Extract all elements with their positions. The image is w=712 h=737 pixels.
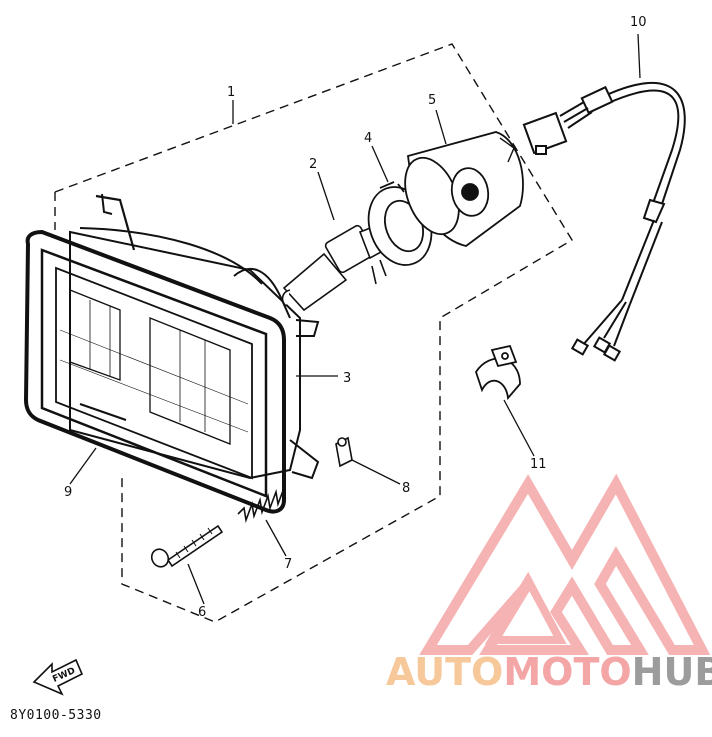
callout-2: 2 (309, 157, 317, 172)
watermark-text: AUTOMOTOHUB (386, 650, 712, 694)
wire-clamp (475, 344, 521, 401)
adjusting-screw (150, 524, 224, 568)
headlight-lens (55, 266, 253, 480)
leader-lines (69, 33, 641, 605)
callout-4: 4 (364, 131, 372, 146)
callout-9: 9 (64, 485, 72, 500)
watermark-auto: AUTO (386, 650, 504, 694)
watermark-moto: MOTO (503, 650, 632, 694)
callout-1: 1 (227, 85, 235, 100)
automotohub-logo-mark (419, 473, 711, 655)
wire-harness (522, 81, 686, 362)
assembly-boundary-dashed (54, 43, 573, 623)
callout-5: 5 (428, 93, 436, 108)
callout-labels: 1 2 3 4 5 6 7 8 9 10 11 (64, 15, 647, 620)
adjusting-nut (335, 436, 353, 468)
headlight-housing (69, 193, 320, 480)
adjusting-spring (237, 487, 285, 524)
callout-10: 10 (630, 15, 647, 30)
callout-8: 8 (402, 481, 410, 496)
forward-arrow-icon: FWD (32, 658, 84, 696)
callout-3: 3 (343, 371, 351, 386)
headlight-rim (23, 229, 286, 514)
bulb-cover (404, 131, 524, 247)
callout-6: 6 (198, 605, 206, 620)
document-code: 8Y0100-5330 (10, 708, 102, 723)
callout-7: 7 (284, 557, 292, 572)
watermark-hub: HUB (631, 650, 712, 694)
callout-11: 11 (530, 457, 547, 472)
